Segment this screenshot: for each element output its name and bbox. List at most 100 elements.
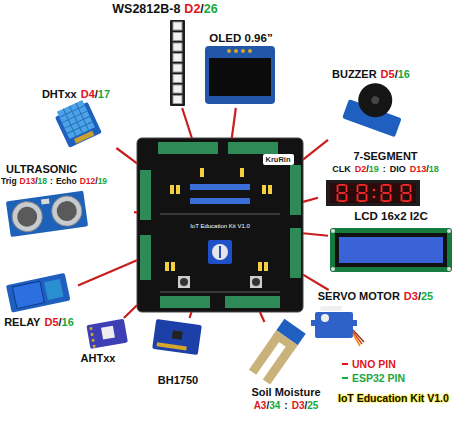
label-text: IoT Education Kit V1.0 <box>190 223 250 229</box>
shield-board-art <box>137 138 303 312</box>
shield-board-art <box>268 185 272 194</box>
aht-art <box>89 327 92 330</box>
led-strip-art <box>170 20 185 106</box>
uno-pin: D4 <box>81 88 95 100</box>
label-text: WS2812B-8 <box>112 2 180 16</box>
label-text: BUZZER <box>332 68 377 80</box>
lcd-art <box>330 228 452 272</box>
lcd-art <box>331 229 335 233</box>
esp32-pin: 18 <box>429 164 439 174</box>
label-text: ULTRASONIC <box>6 163 77 175</box>
dht-art <box>74 131 94 144</box>
shield-board-art <box>176 185 180 194</box>
soil-moisture-module: Soil MoistureA3/34:D3/25 <box>236 322 336 416</box>
seven-segment-art <box>357 184 368 202</box>
servo-art <box>320 306 342 311</box>
shield-board: KruRinIoT Education Kit V1.0 <box>137 138 303 312</box>
wire <box>303 198 318 202</box>
light-sensor-art <box>157 342 187 350</box>
seven-segment-art <box>373 189 376 192</box>
servo-art <box>315 312 353 338</box>
shield-board-art <box>180 278 188 286</box>
wire <box>189 312 191 318</box>
aht-art <box>90 333 93 336</box>
shield-board-art <box>290 165 301 215</box>
esp32-pin: 25 <box>421 290 433 302</box>
seven-segment-module: 7-SEGMENTCLKD2/19:DIOD13/18 <box>318 150 453 208</box>
esp32-pin: 26 <box>204 2 218 16</box>
wire <box>78 260 137 285</box>
wire <box>124 305 137 318</box>
label-line: CLKD2/19:DIOD13/18 <box>318 164 453 174</box>
label-text: DIO <box>390 164 406 174</box>
label-line: RELAYD5/16 <box>0 316 78 329</box>
aht-art <box>86 319 128 349</box>
aht-art <box>92 345 95 348</box>
shield-board-art <box>219 246 221 258</box>
label-text: / <box>418 290 421 302</box>
uno-pin: D3 <box>404 290 418 302</box>
label-text: / <box>59 316 62 328</box>
legend-text: UNO PIN <box>352 358 396 370</box>
legend-text: ESP32 PIN <box>352 372 405 384</box>
lcd-module: LCD 16x2 I2C <box>328 210 454 274</box>
caption: IoT Education Kit V1.0 <box>338 392 449 404</box>
buzzer-art <box>342 76 410 137</box>
label-line: KruRin <box>255 156 301 165</box>
servo-art <box>353 334 360 346</box>
esp32-pin: 18 <box>38 176 47 186</box>
wire <box>232 108 236 138</box>
lcd-art <box>330 228 452 272</box>
uno-pin: D2 <box>184 2 200 16</box>
shield-board-art <box>190 184 250 190</box>
label-text: / <box>95 176 97 186</box>
label-text: / <box>366 164 369 174</box>
buzzer-module: BUZZERD5/16 <box>328 68 414 144</box>
shield-board-art <box>200 168 204 177</box>
uno-pin: D5 <box>381 68 395 80</box>
esp32-pin: 16 <box>62 316 74 328</box>
soil-probe-art <box>263 340 298 384</box>
label-line: TrigD13/18:EchoD12/19 <box>1 177 133 187</box>
oled-module: OLED 0.96” <box>198 32 284 108</box>
shield-board-art <box>212 244 228 260</box>
wire <box>303 233 328 235</box>
shield-board-art <box>208 240 232 264</box>
label-text: / <box>95 88 98 100</box>
shield-board-art <box>178 276 190 288</box>
shield-board-art <box>160 214 280 292</box>
label-line: IoT Education Kit V1.0 <box>170 223 270 230</box>
shield-board-art <box>228 142 278 154</box>
ultrasonic-art <box>16 205 39 228</box>
oled-art <box>234 49 238 53</box>
shield-board-art <box>160 296 210 308</box>
label-text: CLK <box>332 164 351 174</box>
led-strip-art <box>173 22 182 30</box>
light-sensor-art <box>152 319 202 355</box>
oled-art <box>205 46 275 104</box>
legend-row: ESP32 PIN <box>342 371 405 385</box>
label-text: / <box>395 68 398 80</box>
label-text: SERVO MOTOR <box>318 290 400 302</box>
shield-board-art <box>171 262 175 271</box>
lcd-art <box>447 267 451 271</box>
buzzer-art <box>353 78 397 122</box>
led-strip-art <box>173 33 182 41</box>
label-text: : <box>383 164 386 174</box>
shield-board-art <box>258 262 262 271</box>
oled-art <box>209 58 271 96</box>
led-strip-art <box>173 75 182 83</box>
seven-segment-art <box>401 184 412 202</box>
shield-board-art <box>252 278 260 286</box>
ultrasonic-art <box>56 200 79 223</box>
shield-board-art <box>140 170 151 220</box>
label-line: OLED 0.96” <box>198 32 284 45</box>
soil-probe-art <box>249 319 306 385</box>
relay-art <box>44 279 63 300</box>
lcd-art <box>335 233 447 267</box>
wire <box>116 148 137 163</box>
shield-board-art <box>290 228 301 278</box>
wire <box>134 211 137 214</box>
label-text: : <box>50 176 53 186</box>
